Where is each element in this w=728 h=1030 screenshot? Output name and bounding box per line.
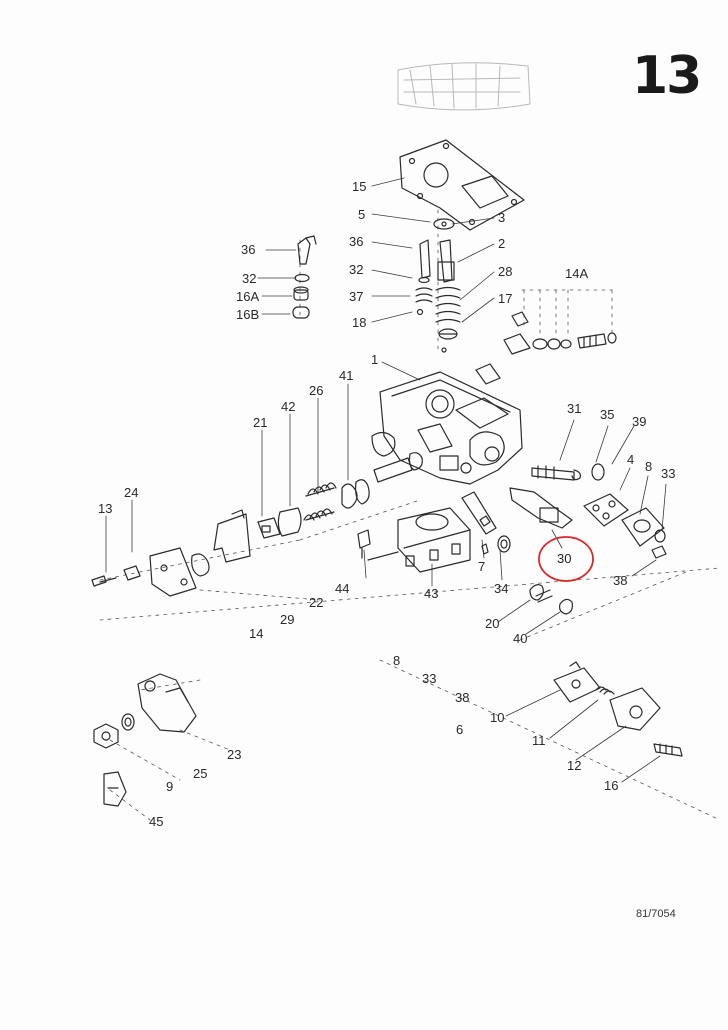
throttle-lever-parts bbox=[93, 673, 197, 807]
label-part-40: 40 bbox=[513, 631, 528, 646]
label-part-35: 35 bbox=[600, 407, 615, 422]
label-part-7: 7 bbox=[478, 559, 486, 574]
label-part-8-right: 8 bbox=[645, 459, 653, 474]
label-part-1: 1 bbox=[371, 352, 379, 367]
label-part-36-left: 36 bbox=[241, 242, 256, 257]
label-part-14A: 14A bbox=[565, 266, 589, 281]
label-part-24: 24 bbox=[124, 485, 139, 500]
label-part-18: 18 bbox=[352, 315, 367, 330]
top-gasket-15 bbox=[399, 139, 525, 231]
drawing-reference: 81/7054 bbox=[636, 908, 676, 920]
label-part-20: 20 bbox=[485, 616, 500, 631]
label-part-25: 25 bbox=[193, 766, 208, 781]
label-part-37: 37 bbox=[349, 289, 364, 304]
label-part-14: 14 bbox=[249, 626, 264, 641]
label-part-8-lower: 8 bbox=[393, 653, 401, 668]
label-part-22: 22 bbox=[309, 595, 324, 610]
label-part-45: 45 bbox=[149, 814, 164, 829]
base-flange-43 bbox=[357, 507, 471, 573]
label-part-44: 44 bbox=[335, 581, 350, 596]
label-part-32-left: 32 bbox=[242, 271, 257, 286]
air-cover-faded bbox=[397, 62, 531, 111]
label-part-17: 17 bbox=[498, 291, 513, 306]
label-part-38-lower: 38 bbox=[455, 690, 470, 705]
label-part-2: 2 bbox=[498, 236, 506, 251]
label-part-41: 41 bbox=[339, 368, 354, 383]
needle-valve-set-left bbox=[292, 235, 317, 319]
jet-parts-7-34 bbox=[461, 491, 511, 555]
label-part-16: 16 bbox=[604, 778, 619, 793]
label-part-33-lower: 33 bbox=[422, 671, 437, 686]
label-part-16B: 16B bbox=[236, 307, 260, 322]
label-part-31: 31 bbox=[567, 401, 582, 416]
label-part-33-right: 33 bbox=[661, 466, 676, 481]
pump-assembly-left bbox=[91, 479, 370, 597]
label-part-9: 9 bbox=[166, 779, 174, 794]
label-part-32-center: 32 bbox=[349, 262, 364, 277]
label-part-5: 5 bbox=[358, 207, 366, 222]
label-part-11: 11 bbox=[532, 733, 546, 748]
label-part-16A: 16A bbox=[236, 289, 260, 304]
leader-lines bbox=[105, 177, 667, 783]
label-part-29: 29 bbox=[280, 612, 295, 627]
highlight-ring-part-30 bbox=[538, 536, 594, 582]
label-part-10: 10 bbox=[490, 710, 505, 725]
idle-mixture-parts-right bbox=[509, 463, 667, 559]
accelerator-hardware-14A bbox=[503, 311, 617, 355]
label-part-23: 23 bbox=[227, 747, 242, 762]
label-part-4: 4 bbox=[627, 452, 635, 467]
label-part-36-center: 36 bbox=[349, 234, 364, 249]
label-part-28: 28 bbox=[498, 264, 513, 279]
label-part-42: 42 bbox=[281, 399, 296, 414]
small-parts-20-40 bbox=[529, 584, 573, 615]
label-part-15: 15 bbox=[352, 179, 367, 194]
lower-right-assembly bbox=[553, 661, 683, 757]
label-part-43: 43 bbox=[424, 586, 439, 601]
page-number: 13 bbox=[632, 46, 702, 106]
label-part-39: 39 bbox=[632, 414, 647, 429]
label-part-12: 12 bbox=[567, 758, 582, 773]
label-part-26: 26 bbox=[309, 383, 324, 398]
label-part-21: 21 bbox=[253, 415, 268, 430]
float-valve-column bbox=[415, 218, 461, 353]
carburetor-body-1 bbox=[371, 363, 523, 485]
label-part-3: 3 bbox=[498, 210, 506, 225]
label-part-38-right: 38 bbox=[613, 573, 628, 588]
label-part-6: 6 bbox=[456, 722, 464, 737]
label-part-13: 13 bbox=[98, 501, 113, 516]
label-part-30: 30 bbox=[557, 551, 572, 566]
label-part-34: 34 bbox=[494, 581, 509, 596]
assembly-dashed-lines bbox=[99, 209, 721, 821]
